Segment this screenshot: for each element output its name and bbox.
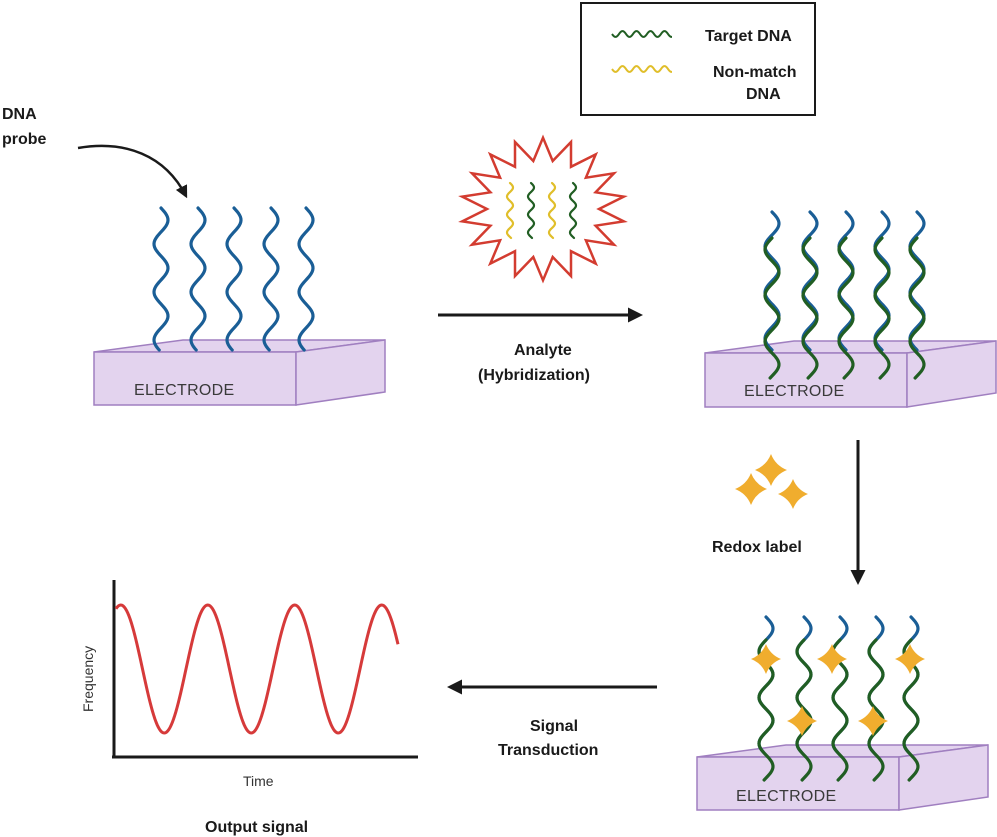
redox-star-bound [858,706,888,736]
transduction-label-line1: Signal [530,718,578,735]
target-strand [801,236,819,380]
electrode-3-side [898,744,989,811]
step-hybridization: Analyte (Hybridization) [438,134,643,384]
target-strand [831,638,849,782]
analyte-strands [505,181,578,240]
hybridized-strands [763,210,926,380]
probe-strand [225,206,243,352]
plot-y-axis-label: Frequency [80,646,96,712]
probe-strand [801,210,819,352]
legend-nonmatch-swatch [611,65,672,73]
electrode-1-side [295,339,386,406]
probe-callout-arrow [77,144,188,199]
step-transduction: Signal Transduction [447,679,657,759]
legend-target-swatch [611,30,672,38]
electrode-3: ELECTRODE [696,744,989,811]
target-strand [867,638,885,782]
target-strand [526,181,536,240]
redox-sparkle-icon [735,454,808,509]
probe-strand [262,206,280,352]
analyte-starburst [458,134,628,284]
nonmatch-strand [547,181,557,240]
probe-callout-line2: probe [2,131,47,148]
redox-star [735,473,767,505]
probe-strand [152,206,170,352]
step-redox: Redox label [712,440,866,585]
redox-star-bound [787,706,817,736]
redox-star [755,454,787,486]
legend-box [580,2,816,116]
target-strand [568,181,578,240]
electrode-2: ELECTRODE [704,340,997,408]
probe-strands [152,206,315,352]
target-strand [795,638,813,782]
electrode-3-label: ELECTRODE [736,788,837,805]
electrode-1: ELECTRODE [93,339,386,406]
probe-strand [837,210,855,352]
plot-x-axis-label: Time [243,773,274,789]
redox-star-bound [895,644,925,674]
electrode-2-label: ELECTRODE [744,383,845,400]
legend-nonmatch-label-line2: DNA [746,86,781,103]
redox-label: Redox label [712,539,802,556]
electrode-1-label: ELECTRODE [134,382,235,399]
hybridization-label-line2: (Hybridization) [478,367,590,384]
legend: Target DNA Non-match DNA [580,2,816,116]
hybridization-label-line1: Analyte [514,342,572,359]
target-strand [837,236,855,380]
panel-hybridized-electrode: ELECTRODE [704,210,997,408]
redox-star [778,479,808,509]
probe-strand [763,210,781,352]
probe-strand [908,210,926,352]
redox-labels-on-strands [751,644,925,736]
electrode-2-side [906,340,997,408]
signal-curve [114,603,400,735]
nonmatch-strand [505,181,515,240]
redox-star-bound [817,644,847,674]
probe-strand [873,210,891,352]
transduction-label-line2: Transduction [498,742,598,759]
target-strand [873,236,891,380]
panel-probe-electrode: ELECTRODE [93,206,386,406]
probe-strand [189,206,207,352]
probe-strand [297,206,315,352]
legend-target-label: Target DNA [705,28,792,45]
legend-nonmatch-label-line1: Non-match [713,64,797,81]
probe-callout: DNA probe [2,106,188,199]
target-strand [908,236,926,380]
panel-labeled-electrode: ELECTRODE [696,615,989,811]
probe-callout-line1: DNA [2,106,37,123]
output-signal-title: Output signal [205,819,308,836]
redox-star-bound [751,644,781,674]
output-signal-plot: Time Frequency Output signal [80,580,418,836]
target-strand [763,236,781,380]
